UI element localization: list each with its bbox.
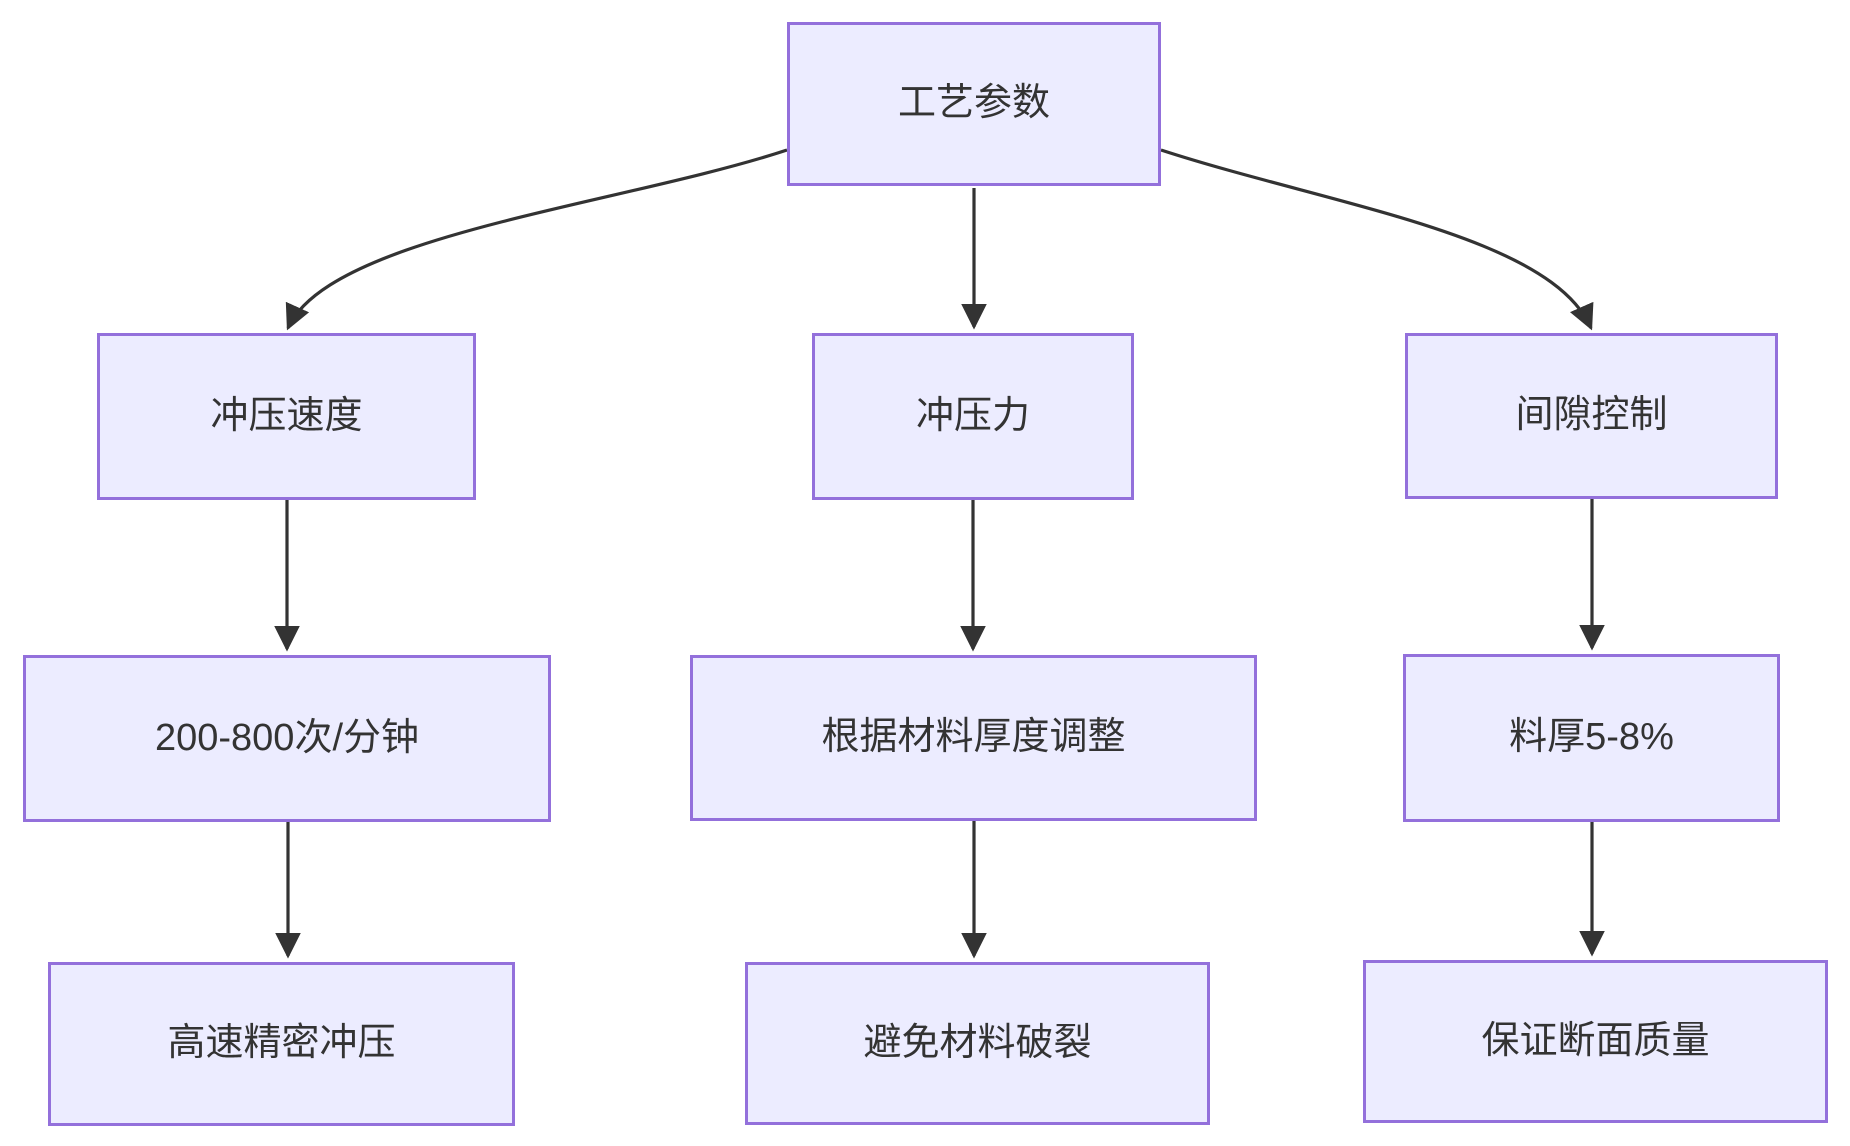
- node-force-value-label: 根据材料厚度调整: [821, 716, 1126, 759]
- node-speed-value-label: 200-800次/分钟: [154, 716, 419, 759]
- node-clearance-value: 料厚5-8%: [1403, 654, 1780, 822]
- node-speed-result-label: 高速精密冲压: [167, 1022, 396, 1065]
- node-process-params-label: 工艺参数: [897, 82, 1050, 125]
- node-clearance-result-label: 保证断面质量: [1481, 1019, 1710, 1062]
- node-speed-result: 高速精密冲压: [48, 962, 515, 1126]
- node-clearance-control: 间隙控制: [1405, 333, 1778, 499]
- edge-process-params-to-clearance-control: [1160, 148, 1594, 331]
- node-clearance-result: 保证断面质量: [1363, 960, 1828, 1123]
- node-stamping-speed-label: 冲压速度: [210, 394, 363, 437]
- node-force-result-label: 避免材料破裂: [863, 1021, 1092, 1064]
- node-process-params: 工艺参数: [787, 22, 1161, 186]
- node-clearance-control-label: 间隙控制: [1515, 394, 1668, 437]
- node-clearance-value-label: 料厚5-8%: [1509, 716, 1674, 759]
- node-stamping-force: 冲压力: [812, 333, 1134, 500]
- node-stamping-speed: 冲压速度: [97, 333, 476, 500]
- node-force-value: 根据材料厚度调整: [690, 655, 1257, 821]
- node-stamping-force-label: 冲压力: [915, 394, 1030, 437]
- edge-process-params-to-stamping-speed: [285, 148, 788, 331]
- node-force-result: 避免材料破裂: [745, 962, 1210, 1125]
- node-speed-value: 200-800次/分钟: [23, 655, 551, 822]
